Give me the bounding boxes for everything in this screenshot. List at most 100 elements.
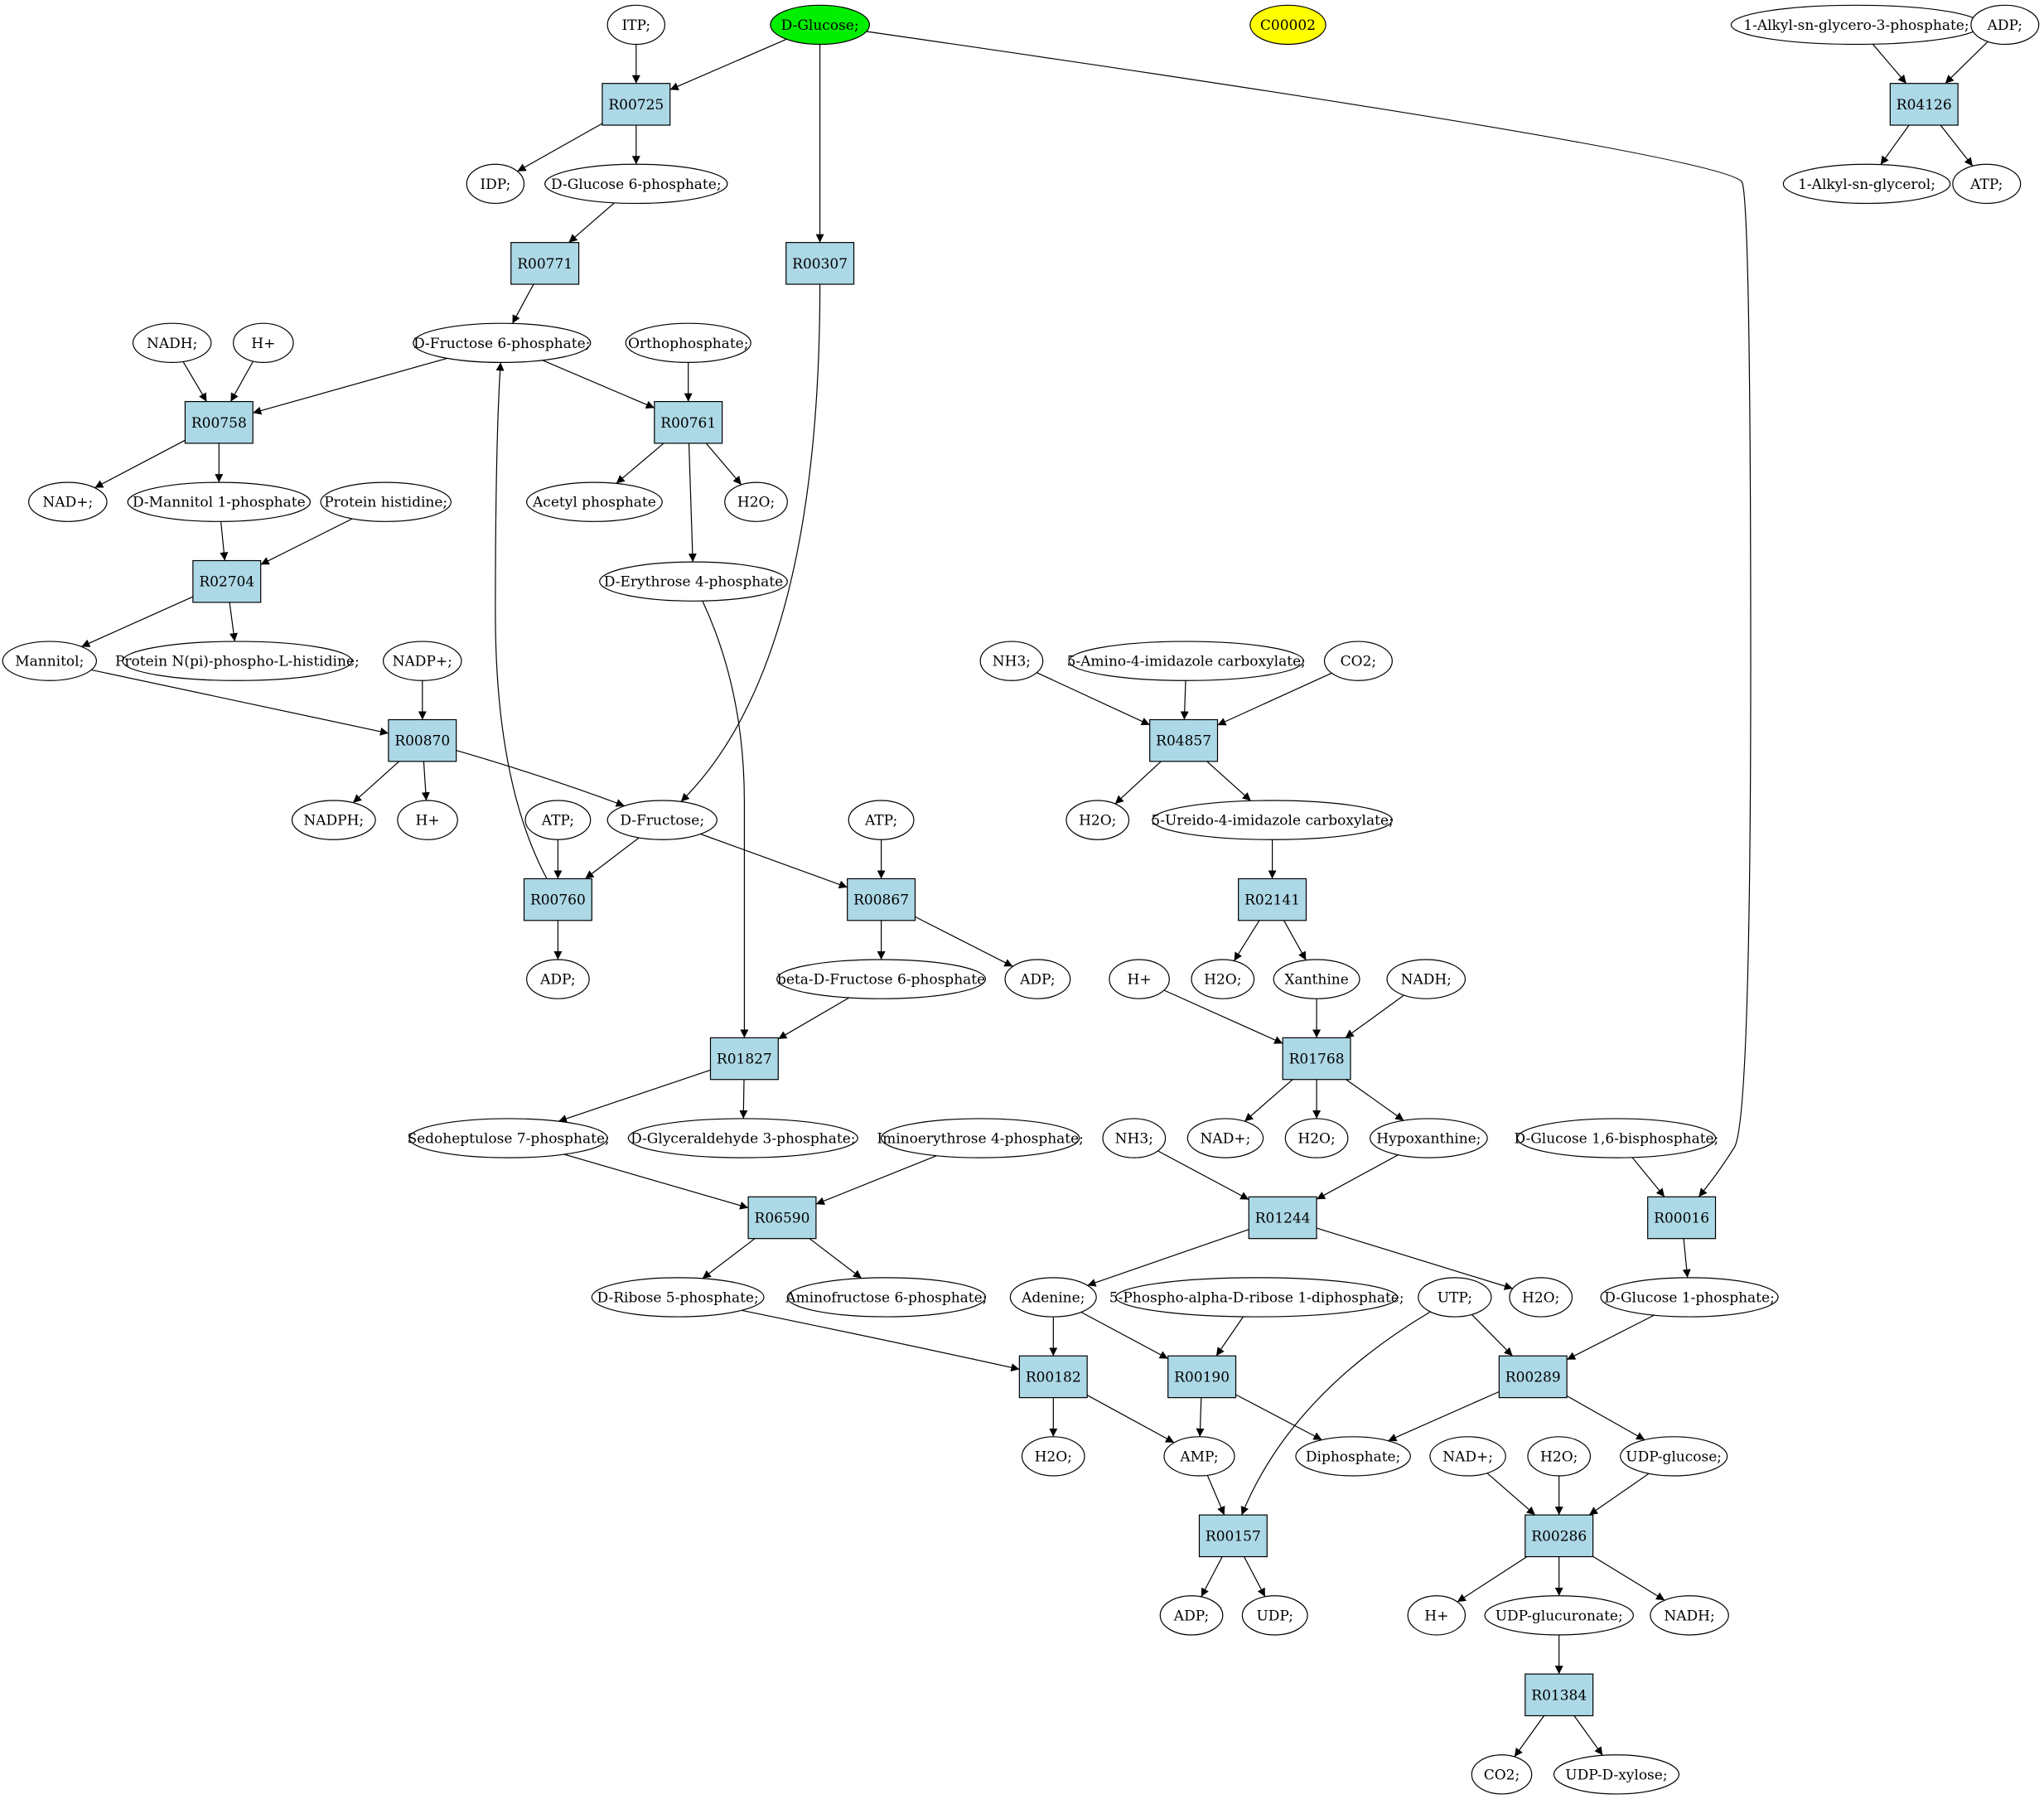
edge-g1p-to-r00289 <box>1566 1314 1655 1361</box>
compound-ellipse <box>1009 1277 1097 1318</box>
node-label: D-Glucose 6-phosphate; <box>551 177 722 193</box>
node-label: H+ <box>1128 972 1152 989</box>
node-label: Sedoheptulose 7-phosphate; <box>407 1131 609 1148</box>
compound-node-mannitol1p: D-Mannitol 1-phosphate <box>127 481 312 522</box>
edge-r01384-to-co2_2 <box>1514 1715 1545 1758</box>
node-label: NADH; <box>147 336 197 352</box>
compound-node-adp_3: ADP; <box>1159 1595 1224 1636</box>
compound-ellipse <box>1386 959 1467 999</box>
compound-node-g1p: D-Glucose 1-phosphate; <box>1600 1277 1779 1318</box>
edge-adenine-to-r00190 <box>1080 1311 1168 1360</box>
reaction-box <box>510 242 580 285</box>
node-label: UDP; <box>1256 1608 1293 1624</box>
compound-ellipse <box>28 481 108 522</box>
node-label: ADP; <box>1173 1608 1209 1624</box>
node-label: D-Fructose 6-phosphate; <box>413 336 590 352</box>
compound-node-udpglucuronate: UDP-glucuronate; <box>1484 1595 1634 1636</box>
compound-ellipse <box>770 4 871 46</box>
node-label: NADPH; <box>303 813 364 829</box>
edge-r00286-to-nadh_3 <box>1592 1555 1665 1601</box>
node-label: R01384 <box>1531 1687 1587 1704</box>
edge-r00182-to-amp <box>1086 1395 1175 1444</box>
compound-node-hplus_1: H+ <box>233 322 294 363</box>
compound-ellipse <box>1516 1118 1717 1158</box>
node-label: D-Fructose; <box>620 813 704 829</box>
compound-node-itp: ITP; <box>606 4 666 46</box>
compound-node-orthophos: Orthophosphate; <box>625 322 751 363</box>
reaction-node-r00016: R00016 <box>1647 1196 1717 1240</box>
edge-alkylg3p-to-r04126 <box>1872 43 1907 85</box>
compound-ellipse <box>1068 641 1304 681</box>
compound-node-xanthine: Xanthine <box>1273 959 1360 999</box>
reaction-box <box>1647 1196 1717 1240</box>
compound-node-bf6p: beta-D-Fructose 6-phosphate <box>776 959 987 999</box>
node-label: R00758 <box>191 415 247 432</box>
compound-ellipse <box>2 641 98 681</box>
compound-ellipse <box>627 1118 858 1158</box>
node-label: R00771 <box>517 256 573 273</box>
compound-ellipse <box>1527 1436 1592 1477</box>
compound-ellipse <box>1600 1277 1779 1318</box>
node-label: Hypoxanthine; <box>1376 1131 1481 1148</box>
node-label: NH3; <box>1115 1131 1153 1148</box>
reaction-node-r00286: R00286 <box>1525 1514 1594 1558</box>
edge-r00725-to-idp <box>517 123 603 172</box>
edge-r00761-to-e4p <box>688 442 697 563</box>
node-label: ATP; <box>1969 177 2003 193</box>
reaction-node-r00190: R00190 <box>1167 1355 1237 1399</box>
compound-node-hypoxanthine: Hypoxanthine; <box>1369 1118 1488 1158</box>
compound-node-atp_2: ATP; <box>848 800 915 840</box>
compound-node-hplus_3: H+ <box>1109 959 1170 999</box>
compound-node-g16bp: D-Glucose 1,6-bisphosphate; <box>1515 1118 1719 1158</box>
edge-mannitol-to-r00870 <box>91 669 389 736</box>
edge-prothis-to-r02704 <box>260 518 353 565</box>
node-label: R00286 <box>1531 1528 1587 1545</box>
edge-r06590-to-r5p <box>702 1238 756 1279</box>
compound-node-nadh_3: NADH; <box>1650 1595 1729 1636</box>
node-label: 1-Alkyl-sn-glycerol; <box>1798 177 1935 193</box>
compound-node-hplus_2: H+ <box>397 800 458 840</box>
node-label: NADP+; <box>393 654 452 670</box>
node-label: H2O; <box>1540 1448 1578 1465</box>
reaction-box <box>847 878 916 921</box>
compound-node-nh3_1: NH3; <box>979 641 1044 681</box>
compound-ellipse <box>320 481 452 522</box>
compound-node-mannitol: Mannitol; <box>2 641 98 681</box>
compound-ellipse <box>1295 1436 1411 1477</box>
node-label: D-Ribose 5-phosphate; <box>597 1289 759 1306</box>
reaction-node-r01827: R01827 <box>709 1037 779 1081</box>
node-label: R00182 <box>1026 1369 1081 1386</box>
compound-ellipse <box>1065 800 1130 840</box>
edge-r06590-to-aminofruc6p <box>809 1238 863 1279</box>
compound-node-h2o_2: H2O; <box>1065 800 1130 840</box>
node-label: Orthophosphate; <box>628 336 748 352</box>
compound-ellipse <box>1241 1595 1308 1636</box>
compound-ellipse <box>1620 1436 1728 1477</box>
compound-node-alkylg3p: 1-Alkyl-sn-glycero-3-phosphate; <box>1730 4 1983 46</box>
node-label: 5-Amino-4-imidazole carboxylate; <box>1067 654 1306 670</box>
compound-ellipse <box>1509 1277 1573 1318</box>
reaction-box <box>523 878 592 921</box>
compound-ellipse <box>1323 641 1393 681</box>
reaction-node-r00761: R00761 <box>654 400 723 444</box>
edge-r00870-to-fructose <box>456 750 625 807</box>
compound-node-s7p: Sedoheptulose 7-phosphate; <box>407 1118 610 1158</box>
node-label: ITP; <box>621 17 650 34</box>
compound-ellipse <box>776 959 987 999</box>
reaction-box <box>1198 1514 1268 1558</box>
compound-ellipse <box>132 322 212 363</box>
reaction-box <box>1167 1355 1237 1399</box>
edge-nadh_1-to-r00758 <box>182 361 208 402</box>
node-label: ADP; <box>1019 972 1055 989</box>
edge-f6p-to-r00758 <box>253 357 447 415</box>
edge-nadh_2-to-r01768 <box>1345 994 1404 1038</box>
node-label: D-Glucose 1,6-bisphosphate; <box>1515 1131 1719 1148</box>
compound-node-nadplus_1: NAD+; <box>28 481 108 522</box>
edge-hplus_1-to-r00758 <box>230 360 254 402</box>
node-label: D-Glyceraldehyde 3-phosphate; <box>631 1131 855 1148</box>
node-label: R04857 <box>1156 733 1211 750</box>
edge-r00289-to-diphosphate <box>1388 1390 1500 1442</box>
reaction-node-r04126: R04126 <box>1889 83 1959 126</box>
compound-node-h2o_7: H2O; <box>1527 1436 1592 1477</box>
edge-r00307-to-fructose <box>680 283 821 802</box>
